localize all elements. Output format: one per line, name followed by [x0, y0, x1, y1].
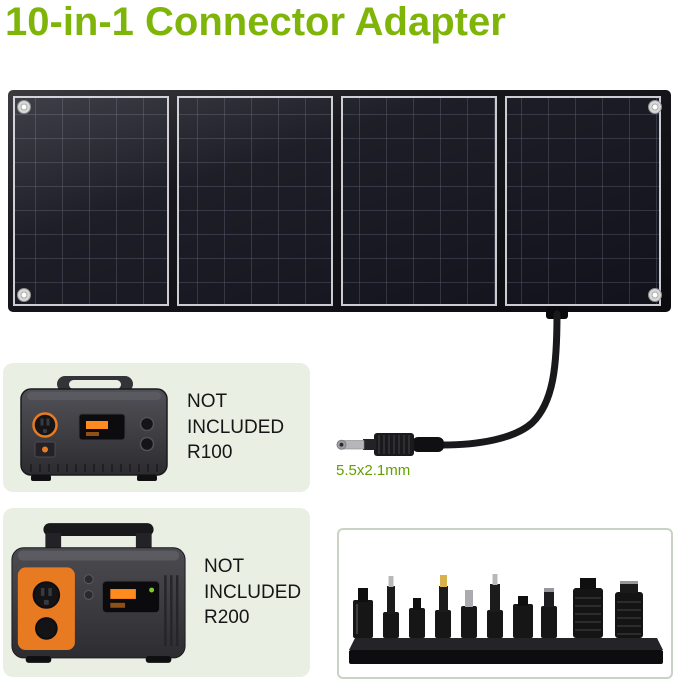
- card-line: INCLUDED: [204, 581, 302, 603]
- dc-adapter-connector: [513, 596, 533, 638]
- page-title: 10-in-1 Connector Adapter: [5, 0, 506, 44]
- dc-adapter-connector: [409, 598, 425, 638]
- adapter-kit-svg: [349, 574, 663, 664]
- dc-adapter-connector: [541, 588, 557, 638]
- not-included-card-r100: NOT INCLUDED R100: [3, 363, 310, 492]
- top-edge: [17, 550, 180, 561]
- cable-size-label: 5.5x2.1mm: [336, 462, 411, 479]
- ac-outlet: [32, 580, 61, 609]
- adapter-stand: [349, 638, 663, 664]
- foot: [137, 474, 157, 481]
- carry-handle: [57, 375, 133, 392]
- grommet-icon: [648, 288, 662, 302]
- adapter-kit-image: [337, 528, 673, 679]
- dc-adapter-connector: [383, 576, 399, 638]
- not-included-card-r200: NOT INCLUDED R200: [3, 508, 310, 677]
- power-station-r100-image: [20, 375, 168, 481]
- dc-adapter-connector: [573, 578, 603, 638]
- dc-adapter-connector: [487, 574, 503, 638]
- card-line: NOT: [187, 391, 228, 413]
- power-button: [83, 573, 94, 584]
- dc-adapter-connector: [615, 581, 643, 638]
- cable-wire: [438, 310, 561, 449]
- not-included-text-r100: NOT INCLUDED R100: [187, 389, 284, 465]
- dc-cable-image: [336, 306, 568, 456]
- power-station-r200-image: [11, 522, 186, 663]
- card-line: R100: [187, 442, 233, 464]
- battery-display: [78, 413, 126, 440]
- ac-outlet: [32, 411, 58, 438]
- top-edge: [27, 391, 161, 400]
- vent-grille: [30, 463, 158, 472]
- foot: [31, 474, 51, 481]
- panel-sheen: [8, 90, 671, 312]
- grommet-icon: [17, 100, 31, 114]
- solar-panel-svg: [8, 90, 671, 312]
- solar-panel-image: [8, 90, 671, 312]
- carry-handle: [43, 522, 154, 551]
- vent-grille: [164, 574, 179, 646]
- grommet-icon: [648, 100, 662, 114]
- grommet-icon: [17, 288, 31, 302]
- foot: [145, 655, 172, 663]
- foot: [25, 655, 52, 663]
- dc-plug-5521: [336, 433, 444, 456]
- card-line: INCLUDED: [187, 416, 285, 438]
- dc-adapter-connector: [435, 575, 451, 638]
- dc-adapter-connector: [353, 588, 373, 638]
- dc-ports: [139, 416, 155, 451]
- dc-adapter-connector: [461, 590, 477, 638]
- not-included-text-r200: NOT INCLUDED R200: [204, 554, 301, 630]
- dc-outlet: [35, 616, 58, 640]
- power-switch: [34, 441, 56, 457]
- card-line: R200: [204, 607, 250, 629]
- battery-display: [101, 580, 160, 613]
- card-line: NOT: [204, 556, 245, 578]
- light-button: [83, 589, 94, 600]
